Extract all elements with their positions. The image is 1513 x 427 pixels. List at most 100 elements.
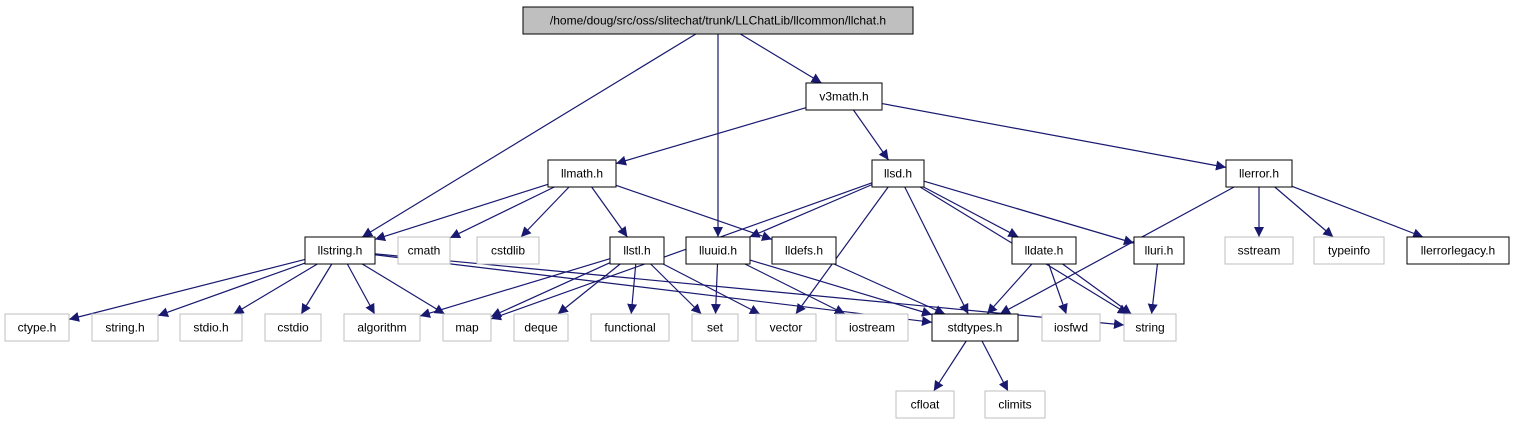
node-llstl[interactable]: llstl.h	[609, 236, 665, 265]
node-label: stdio.h	[193, 321, 228, 335]
edge-llsd-to-vector	[795, 186, 889, 315]
node-box	[1011, 236, 1077, 265]
edge-llstring-to-stdtypes	[374, 254, 933, 327]
node-string_h: string.h	[91, 313, 159, 342]
node-box	[871, 159, 925, 188]
node-box	[343, 313, 421, 342]
edge-llsd-to-lldate	[923, 186, 1019, 238]
edge-v3math-to-llmath	[615, 107, 807, 166]
node-functional: functional	[590, 313, 670, 342]
node-label: climits	[998, 398, 1031, 412]
edge-llstl-to-functional	[627, 263, 638, 315]
node-box	[609, 236, 665, 265]
node-lldefs[interactable]: lldefs.h	[771, 236, 837, 265]
node-box	[755, 313, 817, 342]
node-typeinfo: typeinfo	[1313, 236, 1385, 265]
node-box	[1313, 236, 1385, 265]
edge-llstring-to-cstdio	[300, 263, 333, 315]
node-llsd[interactable]: llsd.h	[871, 159, 925, 188]
node-set: set	[691, 313, 739, 342]
node-box	[264, 313, 322, 342]
edge-llstring-to-map	[361, 263, 446, 315]
node-label: algorithm	[357, 321, 406, 335]
node-vector: vector	[755, 313, 817, 342]
edge-llstl-to-map	[490, 262, 611, 318]
node-box	[984, 390, 1046, 419]
edge-lluuid-to-iostream	[744, 263, 846, 315]
node-llstring[interactable]: llstring.h	[304, 236, 376, 265]
edge-llstring-to-string	[374, 253, 1125, 330]
node-lluri[interactable]: lluri.h	[1133, 236, 1185, 265]
node-stdtypes[interactable]: stdtypes.h	[931, 313, 1019, 342]
node-label: llstring.h	[318, 244, 363, 258]
node-label: llstl.h	[623, 244, 650, 258]
node-sstream: sstream	[1224, 236, 1294, 265]
node-label: sstream	[1238, 244, 1281, 258]
node-iostream: iostream	[835, 313, 909, 342]
edge-lldate-to-iosfwd	[1048, 263, 1068, 315]
node-label: /home/doug/src/oss/slitechat/trunk/LLCha…	[550, 14, 886, 28]
node-box	[835, 313, 909, 342]
node-lldate[interactable]: lldate.h	[1011, 236, 1077, 265]
edge-lldate-to-stdtypes	[986, 263, 1033, 315]
edge-llmath-to-llstl	[591, 186, 628, 238]
edge-stdtypes-to-cfloat	[933, 340, 967, 392]
node-cfloat: cfloat	[895, 390, 955, 419]
edge-llsd-to-stdtypes	[904, 186, 969, 315]
node-box	[685, 236, 751, 265]
edge-root-to-v3math	[740, 33, 822, 84]
node-box	[1224, 236, 1294, 265]
node-algorithm: algorithm	[343, 313, 421, 342]
node-label: cmath	[408, 244, 441, 258]
node-label: cstdlib	[491, 244, 525, 258]
node-label: cstdio	[277, 321, 309, 335]
edge-lluuid-to-stdtypes	[749, 259, 933, 317]
edge-llerror-to-typeinfo	[1274, 186, 1334, 238]
node-label: cfloat	[911, 398, 940, 412]
node-llerrorlegacy[interactable]: llerrorlegacy.h	[1406, 236, 1510, 265]
node-root[interactable]: /home/doug/src/oss/slitechat/trunk/LLCha…	[522, 6, 914, 35]
node-label: stdtypes.h	[948, 321, 1003, 335]
node-box	[1225, 159, 1293, 188]
edge-llsd-to-lluuid	[749, 184, 873, 238]
edge-root-to-llstring	[361, 33, 697, 238]
edge-llstl-to-algorithm	[419, 258, 611, 318]
node-label: lldate.h	[1025, 244, 1064, 258]
node-box	[590, 313, 670, 342]
edge-llerror-to-stdtypes	[999, 186, 1235, 315]
edge-llstring-to-string_h	[157, 262, 306, 318]
node-label: ctype.h	[18, 321, 57, 335]
node-label: llerrorlegacy.h	[1421, 244, 1495, 258]
node-box	[91, 313, 159, 342]
node-map: map	[442, 313, 492, 342]
node-box	[476, 236, 540, 265]
node-box	[179, 313, 243, 342]
edge-stdtypes-to-climits	[981, 340, 1009, 392]
node-lluuid[interactable]: lluuid.h	[685, 236, 751, 265]
node-llerror[interactable]: llerror.h	[1225, 159, 1293, 188]
edge-llstl-to-set	[650, 263, 702, 315]
node-label: llerror.h	[1239, 167, 1279, 181]
edge-llmath-to-cstdlib	[520, 186, 570, 238]
edge-llmath-to-lldefs	[615, 184, 773, 241]
node-box	[931, 313, 1019, 342]
node-box	[1406, 236, 1510, 265]
edge-llstring-to-ctype	[68, 258, 306, 322]
node-label: lluuid.h	[699, 244, 737, 258]
node-label: map	[455, 321, 479, 335]
edge-lldate-to-string	[1062, 263, 1132, 315]
node-llmath[interactable]: llmath.h	[547, 159, 617, 188]
edge-llmath-to-llstring	[374, 183, 549, 242]
node-box	[1123, 313, 1177, 342]
edge-llsd-to-map	[490, 182, 873, 321]
node-v3math[interactable]: v3math.h	[805, 82, 883, 111]
node-climits: climits	[984, 390, 1046, 419]
node-box	[1133, 236, 1185, 265]
node-box	[691, 313, 739, 342]
edge-llstring-to-stdio	[233, 263, 318, 315]
node-box	[397, 236, 451, 265]
node-ctype: ctype.h	[4, 313, 70, 342]
edge-llmath-to-cmath	[449, 186, 555, 239]
node-string: string	[1123, 313, 1177, 342]
